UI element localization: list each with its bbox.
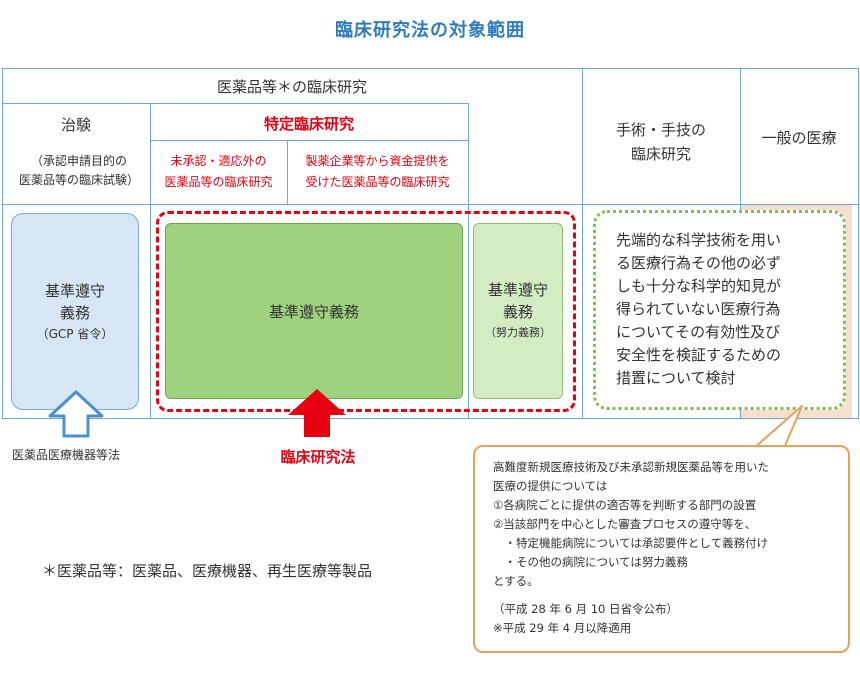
effort-line2: 義務	[502, 303, 533, 321]
grid-right	[858, 68, 859, 419]
effort-line1: 基準遵守	[487, 281, 548, 299]
advanced-line7: 措置について検討	[616, 369, 736, 387]
gcp-line3: （GCP 省令）	[36, 326, 114, 341]
advanced-line1: 先端的な科学技術を用い	[616, 231, 782, 249]
advanced-line5: についてその有効性及び	[616, 323, 781, 341]
advanced-line6: 安全性を検証するための	[616, 346, 782, 364]
grid-left	[2, 68, 3, 419]
grid-drug-right	[582, 68, 583, 419]
gcp-box: 基準遵守 義務 （GCP 省令）	[11, 213, 139, 410]
specific-a-line2: 医薬品等の臨床研究	[164, 175, 273, 189]
surgery-line1: 手術・手技の	[615, 121, 706, 139]
callout-pointer	[753, 405, 803, 449]
specific-b-line2: 受けた医薬品等の臨床研究	[305, 175, 450, 189]
callout-line7: とする。	[493, 574, 539, 588]
specific-b: 製薬企業等から資金提供を 受けた医薬品等の臨床研究	[287, 151, 468, 193]
specific-b-line1: 製薬企業等から資金提供を	[305, 154, 450, 168]
specific-research-header: 特定臨床研究	[263, 114, 354, 133]
trial-note-line1: （承認申請目的の	[30, 154, 127, 168]
clinical-act-scope	[156, 211, 576, 412]
grid-bottom	[2, 418, 859, 419]
grid-specific-mid	[287, 140, 288, 205]
drug-research-header: 医薬品等＊の臨床研究	[216, 78, 367, 96]
callout-box: 高難度新規医療技術及び未承認新規医薬品等を用いた 医療の提供については ①各病院…	[473, 445, 850, 653]
page-title: 臨床研究法の対象範囲	[335, 20, 525, 41]
callout-line1: 高難度新規医療技術及び未承認新規医薬品等を用いた	[493, 460, 769, 474]
trial-header: 治験	[60, 115, 91, 134]
grid-specific-divider	[150, 140, 468, 141]
red-up-arrow-icon	[288, 389, 346, 437]
callout-line4: ②当該部門を中心とした審査プロセスの遵守等を、	[493, 517, 757, 531]
callout-line3: ①各病院ごとに提供の適否等を判断する部門の設置	[493, 498, 757, 512]
mandatory-label: 基準遵守義務	[268, 302, 359, 321]
trial-note-line2: 医薬品等の臨床試験）	[18, 173, 139, 187]
effort-line3: （努力義務）	[485, 326, 551, 339]
advanced-line4: 得られていない医療行為	[616, 300, 781, 318]
general-medicine-header: 一般の医療	[761, 128, 837, 147]
grid-top	[2, 68, 859, 69]
callout-note1: （平成 28 年 6 月 10 日省令公布）	[493, 602, 679, 616]
effort-box: 基準遵守 義務 （努力義務）	[473, 223, 563, 399]
callout-line5: ・特定機能病院については承認要件として義務付け	[493, 536, 769, 550]
mandatory-box: 基準遵守義務	[165, 223, 463, 399]
grid-trial-right	[150, 103, 151, 419]
trial-note: （承認申請目的の 医薬品等の臨床試験）	[8, 152, 150, 190]
gcp-line2: 義務	[59, 303, 90, 322]
grid-specific-right	[468, 103, 469, 419]
gcp-line1: 基準遵守	[44, 281, 105, 300]
specific-a-line1: 未承認・適応外の	[170, 154, 267, 168]
grid-header-divider	[2, 103, 468, 104]
callout-line2: 医療の提供については	[493, 479, 608, 493]
advanced-line3: しも十分な科学的知見が	[616, 277, 782, 295]
pmd-act-label: 医薬品医療機器等法	[12, 448, 121, 462]
specific-a: 未承認・適応外の 医薬品等の臨床研究	[150, 151, 287, 193]
callout-note2: ※平成 29 年 4 月以降適用	[493, 621, 632, 635]
callout-line6: ・その他の病院については努力義務	[493, 555, 688, 569]
advanced-line2: る医療行為その他の必ず	[616, 254, 782, 272]
advanced-practice-box: 先端的な科学技術を用い る医療行為その他の必ず しも十分な科学的知見が 得られて…	[593, 210, 846, 410]
surgery-line2: 臨床研究	[630, 145, 691, 163]
clinical-act-label: 臨床研究法	[280, 448, 356, 466]
surgery-header: 手術・手技の 臨床研究	[582, 118, 740, 166]
grid-middle	[2, 204, 859, 205]
footnote: ＊医薬品等：医薬品、医療機器、再生医療等製品	[42, 562, 373, 580]
blue-up-arrow-icon	[48, 390, 104, 438]
